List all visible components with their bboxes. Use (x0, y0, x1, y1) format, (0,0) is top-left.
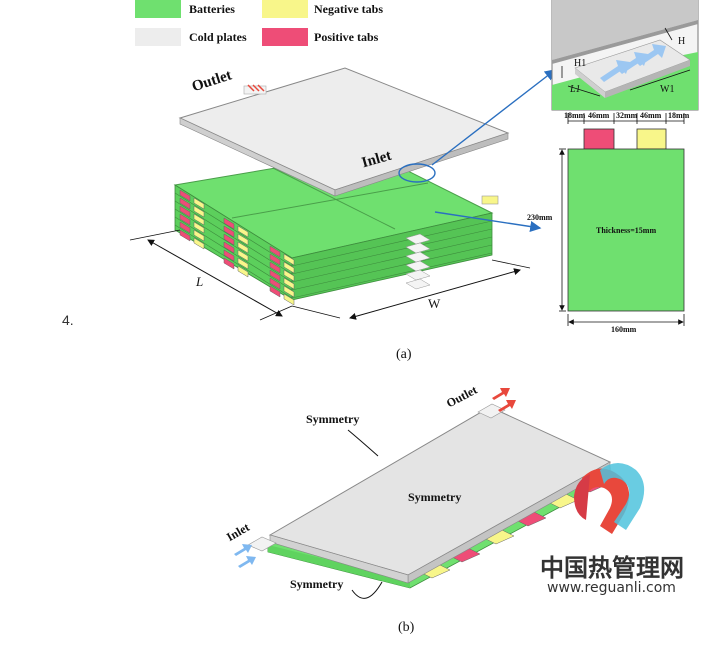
stack-negative-tab (283, 293, 295, 306)
legend-swatch-positive-tabs (262, 28, 308, 46)
stack-positive-tab (179, 197, 191, 210)
legend (135, 0, 308, 46)
stack-cold-plate-tab (405, 251, 431, 263)
stack-negative-tab (283, 261, 295, 274)
stack-cold-plate-tab (405, 242, 431, 254)
legend-swatch-cold-plates (135, 28, 181, 46)
model-inlet-port (247, 536, 277, 552)
cell-dim-3: 32mm (616, 111, 638, 120)
caption-a: (a) (396, 347, 412, 362)
inlet-highlight-ellipse (398, 163, 436, 183)
legend-swatch-batteries (135, 0, 181, 18)
cell-dim-2: 46mm (588, 111, 610, 120)
stack-layer-line (291, 236, 493, 283)
legend-label-batteries: Batteries (189, 2, 235, 16)
stack-negative-tab (283, 253, 295, 266)
cell-dim-5: 18mm (668, 111, 690, 120)
stack-positive-tab (179, 189, 191, 202)
list-number: 4. (62, 312, 74, 328)
cold-plate-top (178, 67, 510, 197)
caption-b: (b) (398, 620, 415, 635)
cell-body (567, 148, 685, 312)
model-outlet-port (477, 403, 506, 419)
label-symmetry-center: Symmetry (408, 490, 462, 504)
stack-positive-tab (223, 217, 235, 230)
inset-label-L1: L1 (570, 84, 581, 95)
inset-flow-arrows (600, 44, 666, 82)
stack-cold-plate-tab (405, 233, 431, 245)
label-dim-W: W (428, 296, 441, 311)
stack-grid-line-2 (231, 182, 429, 219)
inset-label-H1: H1 (574, 58, 587, 69)
inset-label-H: H (678, 36, 686, 47)
legend-swatch-negative-tabs (262, 0, 308, 18)
model-outlet-arrows (492, 388, 516, 412)
reguanli-logo (574, 463, 645, 534)
stack-negative-tab (283, 269, 295, 282)
cell-height-label: 230mm (527, 213, 553, 222)
label-dim-L: L (196, 274, 204, 289)
stack-negative-tab (193, 197, 205, 210)
cell-negative-tab (636, 128, 667, 150)
inlet-detail-inset (551, 0, 699, 111)
legend-label-negative-tabs: Negative tabs (314, 2, 383, 16)
stack-positive-tab (179, 221, 191, 234)
callout-line-cell (434, 211, 542, 233)
stack-cold-plate-tab (405, 278, 431, 290)
stack-negative-tab (283, 285, 295, 298)
callout-line-inset (431, 69, 557, 166)
cell-dim-1: 18mm (564, 111, 586, 120)
cell-drawing (559, 113, 685, 326)
stack-positive-tab (179, 213, 191, 226)
cell-thickness-label: Thickness=15mm (596, 226, 657, 235)
label-symmetry-top: Symmetry (306, 412, 360, 426)
stack-positive-tab (223, 225, 235, 238)
stack-negative-tab (193, 221, 205, 234)
legend-label-cold-plates: Cold plates (189, 30, 247, 44)
cell-width-label: 160mm (611, 325, 637, 334)
stack-negative-tab (237, 225, 249, 238)
cell-positive-tab (583, 128, 615, 150)
model-inlet-arrows (234, 544, 256, 568)
stack-negative-tab (283, 277, 295, 290)
watermark-chinese: 中国热管理网 (540, 554, 684, 582)
stack-negative-tab (193, 213, 205, 226)
outlet-flow-lines (247, 84, 265, 92)
stack-layer-line (291, 228, 493, 275)
stack-negative-tab (193, 205, 205, 218)
label-symmetry-bottom: Symmetry (290, 577, 344, 591)
stack-port-1 (481, 195, 499, 205)
legend-label-positive-tabs: Positive tabs (314, 30, 379, 44)
symmetry-leader-top (347, 429, 379, 457)
stack-layer-line (291, 244, 493, 291)
symmetric-model (234, 388, 612, 599)
stack-layer-line (291, 220, 493, 267)
watermark-url: www.reguanli.com (547, 580, 676, 596)
symmetry-leader-bottom (351, 581, 383, 599)
stack-grid-line-1 (272, 167, 396, 230)
cell-dim-4: 46mm (640, 111, 662, 120)
dimension-W (291, 259, 531, 320)
dimension-L (129, 229, 293, 321)
stack-positive-tab (179, 205, 191, 218)
inset-label-W1: W1 (660, 84, 675, 95)
